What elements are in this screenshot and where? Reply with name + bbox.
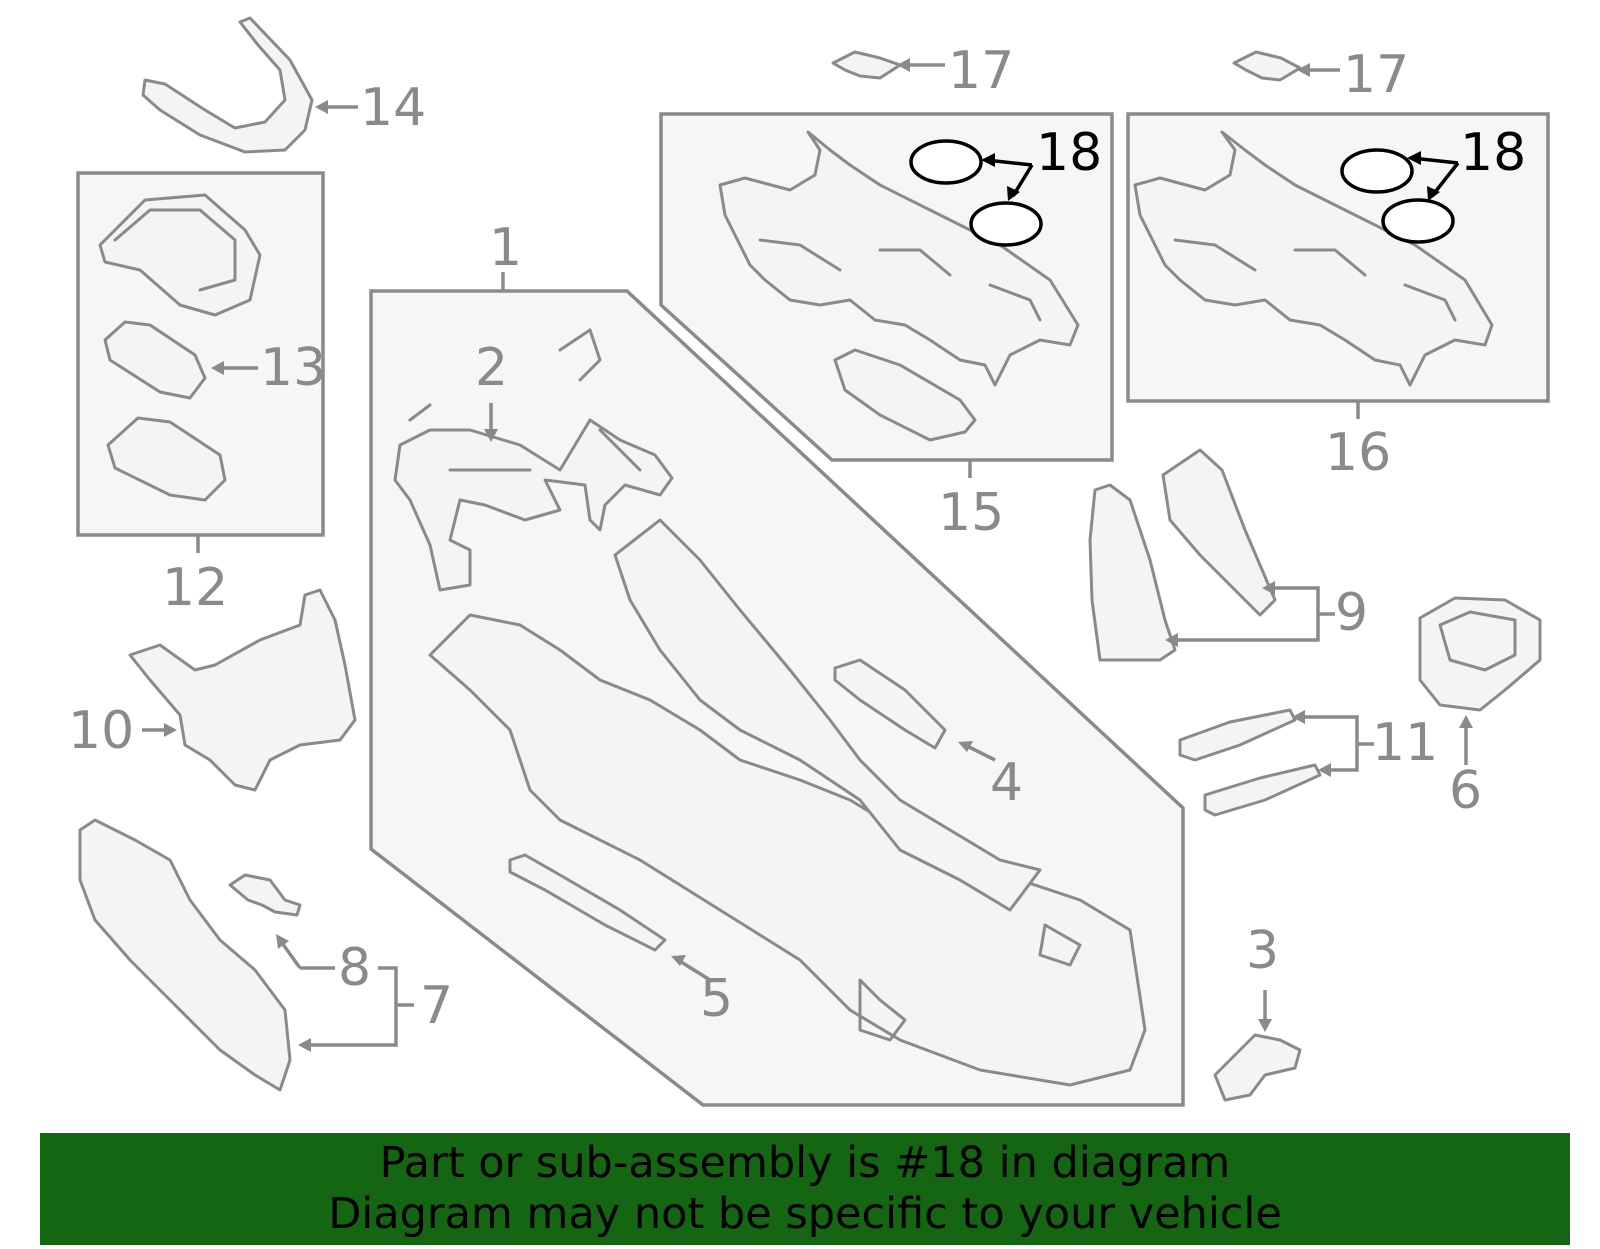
callout-4: 4 [990,753,1023,813]
callout-5: 5 [700,969,733,1029]
part-1-console [428,518,1147,1087]
part-3-bracket [1213,1033,1302,1102]
callout-9: 9 [1335,583,1368,643]
callout-15: 15 [938,483,1004,543]
banner-line-disclaimer: Diagram may not be specific to your vehi… [328,1189,1282,1239]
part-18-ring-lower-rh[interactable] [1381,198,1455,244]
callout-10: 10 [68,701,134,761]
part-18-leader-lh [981,153,1034,201]
part-16-trim [1133,130,1494,387]
part-6-insert [1418,596,1542,712]
part-17-clip-lh [831,50,902,80]
part-11-strips [1178,708,1322,817]
part-5-strip [508,853,667,952]
part-9-panels [1088,448,1277,662]
callout-8: 8 [338,938,371,998]
banner-line-part: Part or sub-assembly is #18 in diagram [379,1138,1231,1188]
part-7-panel [78,818,292,1092]
callout-17-lh: 17 [948,41,1014,101]
callout-14: 14 [360,78,426,138]
part-18-ring-upper-rh[interactable] [1340,148,1414,194]
part-4-strip [833,658,947,750]
part-15-trim [718,130,1080,442]
part-14-trim [141,16,314,154]
info-banner: Part or sub-assembly is #18 in diagram D… [40,1133,1570,1245]
callout-11: 11 [1372,713,1438,773]
callout-3: 3 [1246,921,1279,981]
part-12-components [98,193,262,502]
callout-12: 12 [162,558,228,618]
part-17-clip-rh [1232,50,1302,82]
part-8-clip [228,873,302,917]
callout-17-rh: 17 [1343,45,1409,105]
part-18-ring-lower-lh[interactable] [969,201,1043,247]
part-18-leader-rh [1407,151,1460,201]
callout-18-lh[interactable]: 18 [1036,123,1102,183]
part-2-bracket [393,328,674,592]
callout-2: 2 [475,338,508,398]
callout-18-rh[interactable]: 18 [1460,123,1526,183]
part-10-bracket [128,588,357,792]
callout-16: 16 [1325,423,1391,483]
callout-6: 6 [1449,761,1482,821]
callout-13: 13 [260,338,326,398]
part-18-ring-upper-lh[interactable] [909,139,983,185]
callout-1: 1 [489,218,522,278]
callout-7: 7 [420,976,453,1036]
